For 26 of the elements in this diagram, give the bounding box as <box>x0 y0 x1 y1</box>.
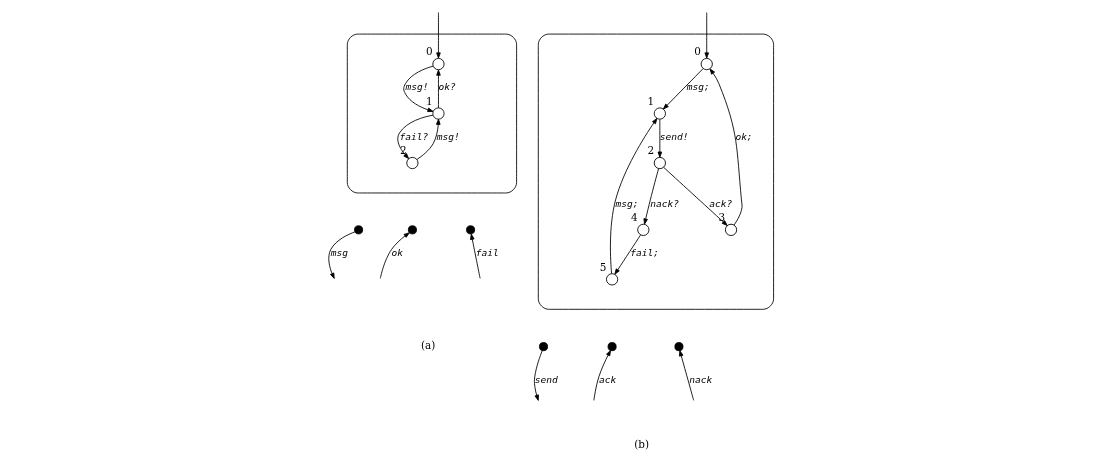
edge-label: ack <box>598 373 616 385</box>
label: (a) <box>420 339 435 352</box>
edge-label: nack <box>688 373 712 385</box>
edge-label: ok <box>391 247 403 259</box>
edge-label: send <box>534 373 558 385</box>
edge-label: fail; <box>629 247 659 259</box>
node-label: 5 <box>599 260 606 273</box>
node-label: 0 <box>425 45 433 58</box>
edge-label: ack? <box>708 197 732 209</box>
node-label: 4 <box>630 211 638 224</box>
node-label: 1 <box>646 94 654 107</box>
edge-label: fail? <box>398 130 428 142</box>
node-label: 0 <box>693 45 701 58</box>
node-label: 2 <box>646 144 654 157</box>
edge-label: msg; <box>686 81 710 93</box>
edge-label: ok? <box>437 81 456 93</box>
edge-label: send! <box>659 130 689 142</box>
label: (b) <box>633 438 649 451</box>
edge-label: msg! <box>436 130 460 142</box>
edge-label: msg <box>330 247 348 259</box>
node-label: 1 <box>425 94 433 107</box>
edge-label: msg! <box>404 81 428 93</box>
edge-label: msg; <box>615 197 639 209</box>
edge-label: nack? <box>649 197 679 209</box>
edge-label: fail <box>475 247 499 259</box>
edge-label: ok; <box>734 130 753 142</box>
